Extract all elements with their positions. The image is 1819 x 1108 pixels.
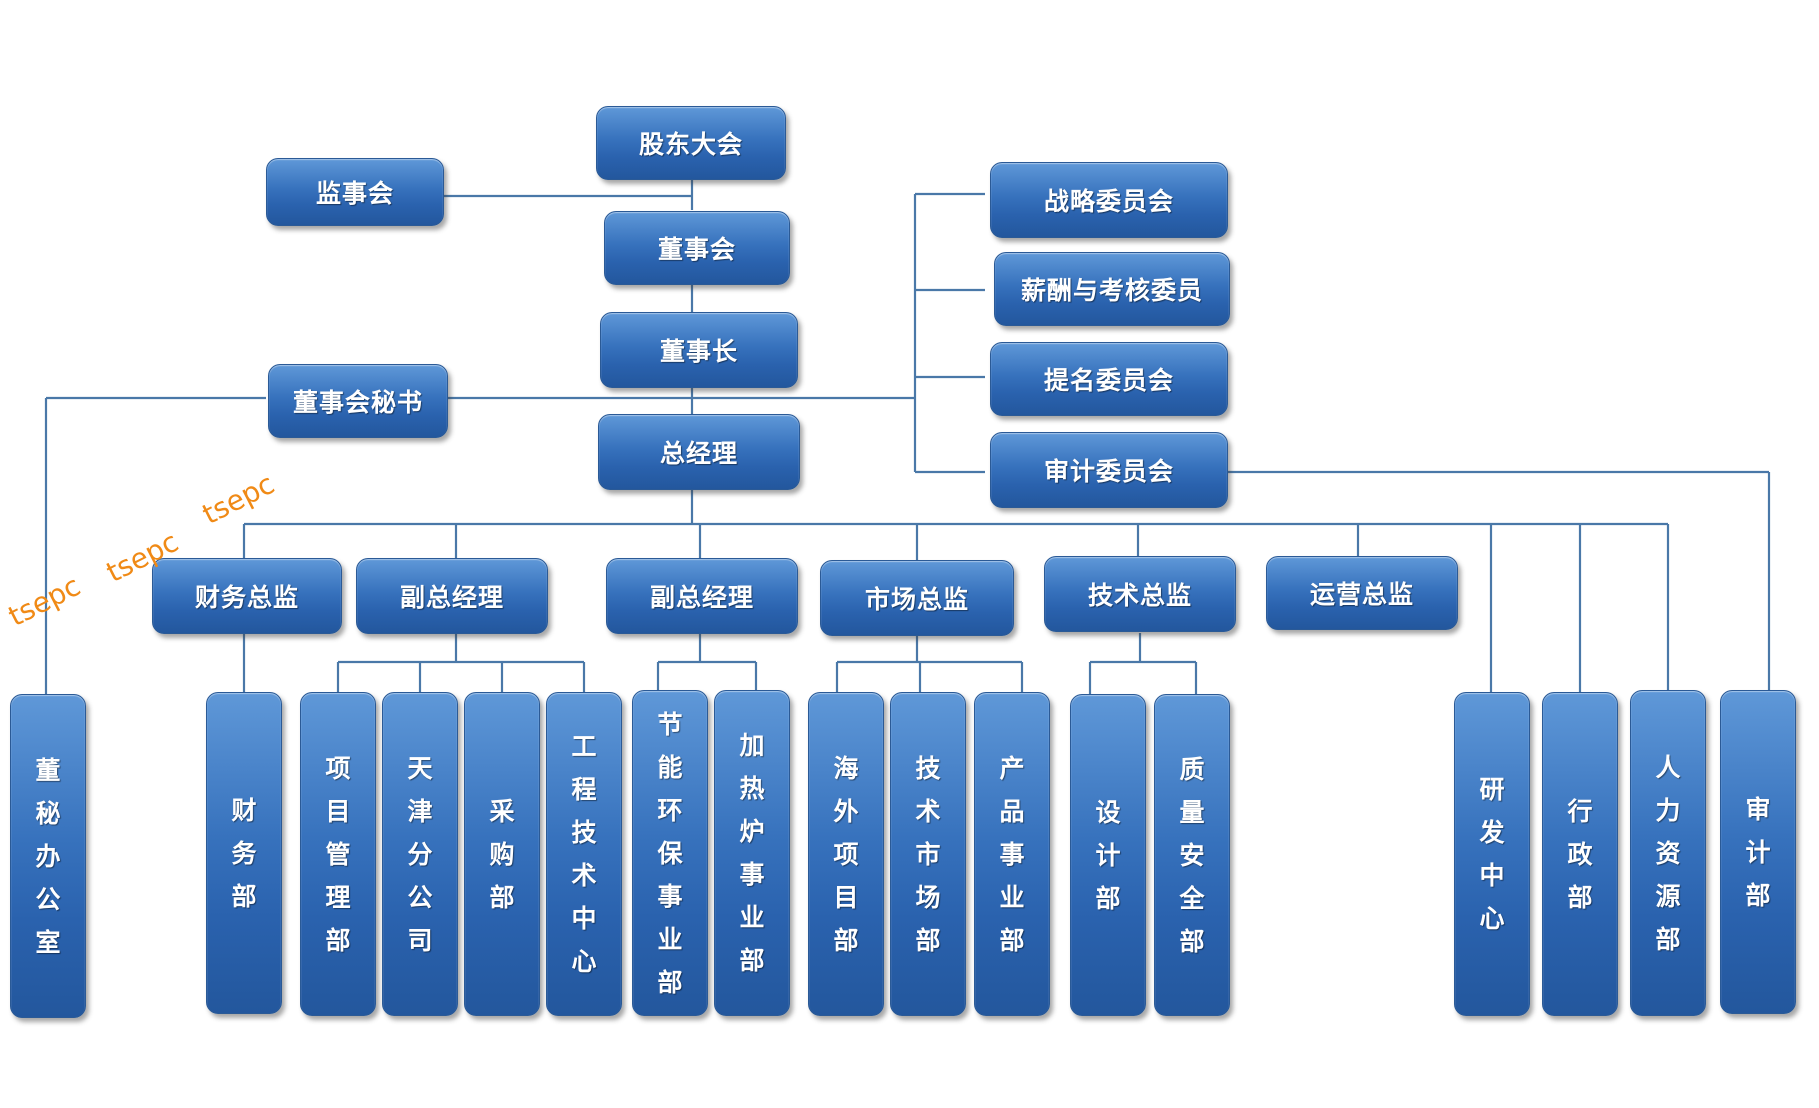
- heating-furnace-division: 加热炉事业部: [714, 690, 790, 1016]
- nomination-committee-node: 提名委员会: [990, 342, 1228, 416]
- tianjin-branch-department: 天津分公司: [382, 692, 458, 1016]
- technical-director-node: 技术总监: [1044, 556, 1236, 632]
- chairman-node: 董事长: [600, 312, 798, 388]
- cfo-node: 财务总监: [152, 558, 342, 634]
- human-resources-department: 人力资源部: [1630, 690, 1706, 1016]
- design-department: 设计部: [1070, 694, 1146, 1016]
- supervisory-board-node: 监事会: [266, 158, 444, 226]
- administration-department: 行政部: [1542, 692, 1618, 1016]
- strategy-committee-node: 战略委员会: [990, 162, 1228, 238]
- purchasing-department: 采购部: [464, 692, 540, 1016]
- engineering-technology-center: 工程技术中心: [546, 692, 622, 1016]
- overseas-project-department: 海外项目部: [808, 692, 884, 1016]
- board-of-directors-node: 董事会: [604, 211, 790, 285]
- general-manager-node: 总经理: [598, 414, 800, 490]
- rnd-center: 研发中心: [1454, 692, 1530, 1016]
- shareholders-meeting-node: 股东大会: [596, 106, 786, 180]
- marketing-director-node: 市场总监: [820, 560, 1014, 636]
- operations-director-node: 运营总监: [1266, 556, 1458, 630]
- vice-general-manager-1-node: 副总经理: [356, 558, 548, 634]
- vice-general-manager-2-node: 副总经理: [606, 558, 798, 634]
- technical-market-department: 技术市场部: [890, 692, 966, 1016]
- board-secretary-node: 董事会秘书: [268, 364, 448, 438]
- quality-safety-department: 质量安全部: [1154, 694, 1230, 1016]
- finance-department: 财务部: [206, 692, 282, 1014]
- project-management-department: 项目管理部: [300, 692, 376, 1016]
- board-office-department: 董秘办公室: [10, 694, 86, 1018]
- audit-department: 审计部: [1720, 690, 1796, 1014]
- energy-environmental-division: 节能环保事业部: [632, 690, 708, 1016]
- product-division: 产品事业部: [974, 692, 1050, 1016]
- audit-committee-node: 审计委员会: [990, 432, 1228, 508]
- compensation-committee-node: 薪酬与考核委员: [994, 252, 1230, 326]
